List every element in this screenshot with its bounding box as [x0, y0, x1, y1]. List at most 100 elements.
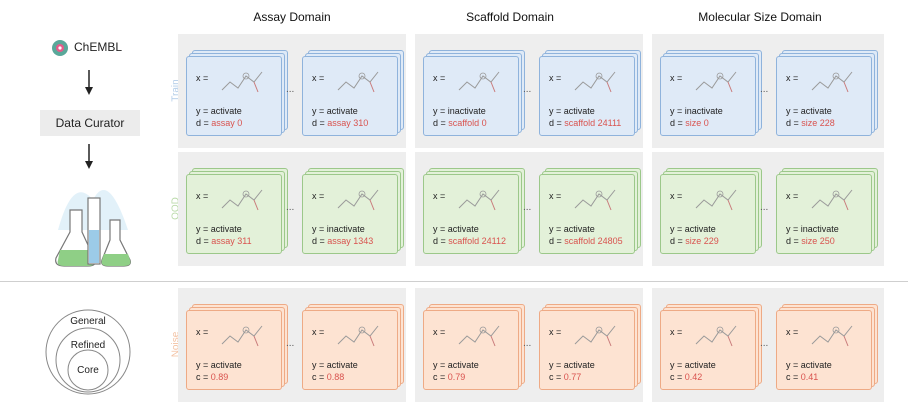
domain-id: assay 0	[211, 118, 243, 128]
x-label: x =	[433, 327, 446, 337]
molecule-icon	[695, 71, 737, 93]
x-label: x =	[670, 327, 683, 337]
molecule-icon	[574, 189, 616, 211]
domain-key: d =	[312, 236, 328, 246]
domain-key: d =	[549, 236, 565, 246]
ellipsis: ...	[286, 202, 295, 213]
domain-id: size 228	[801, 118, 835, 128]
ellipsis: ...	[286, 84, 295, 95]
lab-flask-icon	[55, 190, 131, 267]
label-y: y = inactivate	[786, 224, 839, 234]
x-label: x =	[433, 191, 446, 201]
molecule-icon	[221, 189, 263, 211]
molecule-icon	[811, 325, 853, 347]
domain-key: d =	[670, 118, 686, 128]
domain-key: d =	[786, 236, 802, 246]
column-title-assay: Assay Domain	[253, 10, 331, 24]
x-label: x =	[670, 191, 683, 201]
x-label: x =	[312, 73, 325, 83]
domain-id: 0.41	[800, 372, 819, 382]
domain-key: d =	[196, 118, 212, 128]
label-y: y = activate	[549, 106, 595, 116]
domain-key: c =	[196, 372, 211, 382]
data-curator-box: Data Curator	[40, 110, 140, 136]
domain-value: d = assay 310	[312, 118, 368, 128]
domain-id: scaffold 0	[448, 118, 487, 128]
x-label: x =	[786, 191, 799, 201]
x-label: x =	[196, 191, 209, 201]
x-label: x =	[312, 191, 325, 201]
down-arrow-icon	[85, 144, 93, 169]
x-label: x =	[549, 327, 562, 337]
domain-id: assay 311	[211, 236, 252, 246]
domain-id: size 250	[801, 236, 835, 246]
x-label: x =	[549, 191, 562, 201]
molecule-icon	[458, 71, 500, 93]
domain-key: c =	[786, 372, 801, 382]
x-label: x =	[549, 73, 562, 83]
domain-key: d =	[433, 118, 449, 128]
sample-card: x = y = activate d = assay 310	[302, 50, 404, 136]
domain-id: scaffold 24111	[564, 118, 622, 128]
domain-key: d =	[196, 236, 212, 246]
molecule-icon	[458, 325, 500, 347]
label-y: y = inactivate	[433, 106, 486, 116]
label-y: y = activate	[549, 360, 595, 370]
domain-id: 0.79	[447, 372, 466, 382]
level-core: Core	[77, 365, 99, 376]
level-general: General	[70, 316, 106, 327]
domain-id: assay 310	[327, 118, 369, 128]
domain-value: d = assay 0	[196, 118, 242, 128]
data-curator-label: Data Curator	[55, 116, 125, 130]
column-title-scaffold: Scaffold Domain	[466, 10, 554, 24]
x-label: x =	[433, 73, 446, 83]
sample-card: x = y = activate c = 0.42	[660, 304, 762, 390]
label-y: y = activate	[312, 360, 358, 370]
domain-value: c = 0.41	[786, 372, 818, 382]
domain-value: d = assay 311	[196, 236, 252, 246]
molecule-icon	[811, 71, 853, 93]
domain-value: d = size 250	[786, 236, 835, 246]
domain-id: scaffold 24805	[564, 236, 623, 246]
section-divider	[0, 281, 908, 282]
domain-value: d = size 228	[786, 118, 835, 128]
domain-key: d =	[312, 118, 328, 128]
ellipsis: ...	[286, 338, 295, 349]
molecule-icon	[811, 189, 853, 211]
chembl-icon	[52, 40, 68, 56]
domain-value: c = 0.89	[196, 372, 228, 382]
domain-id: size 0	[685, 118, 709, 128]
level-circles	[45, 309, 131, 395]
ellipsis: ...	[523, 84, 532, 95]
molecule-icon	[458, 189, 500, 211]
chembl-logo: ChEMBL	[50, 36, 130, 60]
sample-card: x = y = inactivate d = size 250	[776, 168, 878, 254]
domain-id: 0.77	[563, 372, 582, 382]
domain-id: scaffold 24112	[448, 236, 506, 246]
label-y: y = inactivate	[670, 106, 723, 116]
molecule-icon	[695, 325, 737, 347]
domain-value: d = assay 1343	[312, 236, 373, 246]
x-label: x =	[786, 73, 799, 83]
label-y: y = activate	[196, 106, 242, 116]
domain-key: c =	[549, 372, 564, 382]
molecule-icon	[221, 325, 263, 347]
chembl-label: ChEMBL	[74, 40, 123, 54]
label-y: y = activate	[312, 106, 358, 116]
label-y: y = activate	[670, 360, 716, 370]
ellipsis: ...	[760, 338, 769, 349]
label-y: y = activate	[196, 224, 242, 234]
molecule-icon	[337, 71, 379, 93]
label-y: y = activate	[670, 224, 716, 234]
label-y: y = activate	[549, 224, 595, 234]
sample-card: x = y = activate d = assay 311	[186, 168, 288, 254]
domain-value: c = 0.42	[670, 372, 702, 382]
